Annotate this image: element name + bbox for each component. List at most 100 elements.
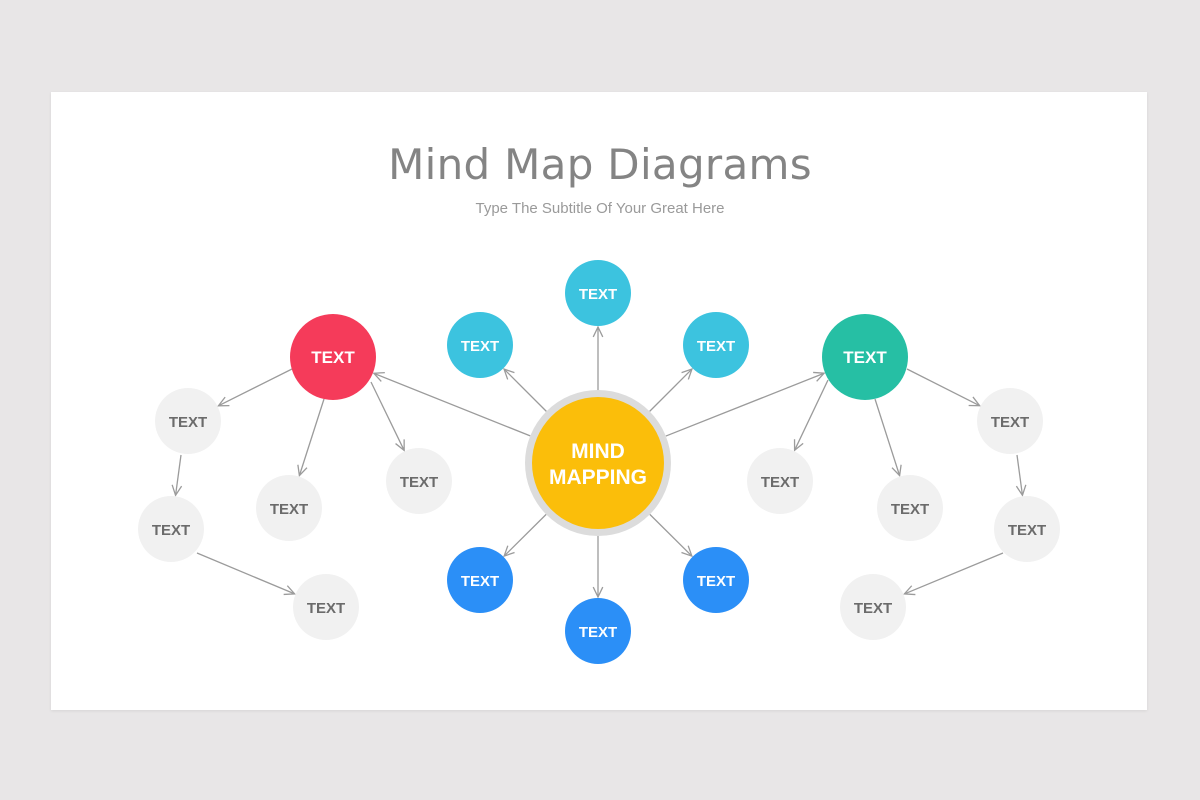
arrowhead-icon [968,396,981,407]
connector-center-to-bottom-right [649,513,693,558]
node-label: TEXT [270,501,308,518]
node-label: TEXT [461,338,499,355]
node-circle [840,574,906,640]
node-label: TEXT [697,573,735,590]
node-label: TEXT [854,600,892,617]
node-top[interactable]: TEXT [565,260,631,326]
node-circle [822,314,908,400]
node-label: TEXT [579,624,617,641]
connector-left-hub-to-left-b [297,398,325,478]
node-bottom-right[interactable]: TEXT [683,547,749,613]
connector-line [174,454,182,496]
arrowhead-icon [503,545,515,558]
connector-line [874,398,901,476]
connectors [171,325,1027,599]
arrowhead-icon [171,484,183,497]
node-left-c[interactable]: TEXT [386,448,452,514]
slide-title: Mind Map Diagrams [388,140,812,189]
center-node[interactable]: MIND MAPPING [525,390,671,536]
node-left-e[interactable]: TEXT [293,574,359,640]
node-right-c[interactable]: TEXT [977,388,1043,454]
node-circle [290,314,376,400]
node-label: TEXT [461,573,499,590]
node-label: TEXT [400,474,438,491]
node-circle [293,574,359,640]
node-left-hub[interactable]: TEXT [290,314,376,400]
node-circle [386,448,452,514]
node-label: TEXT [843,348,887,367]
connector-center-to-left-hub [372,371,531,437]
node-right-e[interactable]: TEXT [840,574,906,640]
arrowhead-icon [217,396,230,407]
arrowhead-icon [592,325,604,338]
node-label: TEXT [152,522,190,539]
connector-line [503,513,547,557]
connector-line [1016,454,1024,496]
center-node-circle [532,397,664,529]
node-label: TEXT [307,600,345,617]
arrowhead-icon [891,464,902,478]
connector-line [218,368,293,407]
node-label: TEXT [697,338,735,355]
connector-line [649,513,693,557]
connector-center-to-top-left [502,367,547,412]
node-top-right[interactable]: TEXT [683,312,749,378]
connector-right-hub-to-right-b [874,398,902,478]
connector-line [298,398,325,476]
slide-subtitle: Type The Subtitle Of Your Great Here [475,200,725,217]
node-left-b[interactable]: TEXT [256,475,322,541]
arrowhead-icon [681,367,694,380]
node-label: TEXT [1008,522,1046,539]
node-right-hub[interactable]: TEXT [822,314,908,400]
center-node-label: MIND [571,440,625,463]
arrowhead-icon [283,585,297,596]
node-circle [683,312,749,378]
node-label: TEXT [169,414,207,431]
arrowhead-icon [681,545,693,558]
node-right-d[interactable]: TEXT [994,496,1060,562]
arrowhead-icon [297,464,308,478]
connector-line [906,368,980,407]
node-right-a[interactable]: TEXT [747,448,813,514]
connector-line [665,372,825,437]
connector-left-d-to-left-e [196,552,297,596]
connector-line [649,368,693,412]
arrowhead-icon [793,439,804,452]
arrowhead-icon [1015,484,1027,497]
node-left-a[interactable]: TEXT [155,388,221,454]
node-label: TEXT [311,348,355,367]
connector-line [196,552,295,595]
node-circle [155,388,221,454]
node-label: TEXT [891,501,929,518]
connector-left-hub-to-left-a [217,368,293,407]
connector-line [370,381,405,451]
connector-left-hub-to-left-c [370,381,405,452]
node-label: TEXT [991,414,1029,431]
arrowhead-icon [502,367,515,380]
node-label: TEXT [579,286,617,303]
arrowhead-icon [813,371,826,382]
arrowhead-icon [592,586,604,599]
node-bottom[interactable]: TEXT [565,598,631,664]
node-circle [877,475,943,541]
node-circle [683,547,749,613]
node-right-b[interactable]: TEXT [877,475,943,541]
connector-left-a-to-left-d [171,454,183,497]
node-bottom-left[interactable]: TEXT [447,547,513,613]
node-left-d[interactable]: TEXT [138,496,204,562]
connector-line [904,552,1004,595]
node-circle [447,312,513,378]
node-circle [565,260,631,326]
arrowhead-icon [372,371,385,382]
node-circle [256,475,322,541]
center-node-label: MAPPING [549,466,647,489]
node-top-left[interactable]: TEXT [447,312,513,378]
node-circle [138,496,204,562]
arrowhead-icon [395,439,405,452]
connector-center-to-bottom [592,536,604,599]
node-circle [994,496,1060,562]
node-circle [447,547,513,613]
node-circle [747,448,813,514]
connector-line [794,379,829,451]
